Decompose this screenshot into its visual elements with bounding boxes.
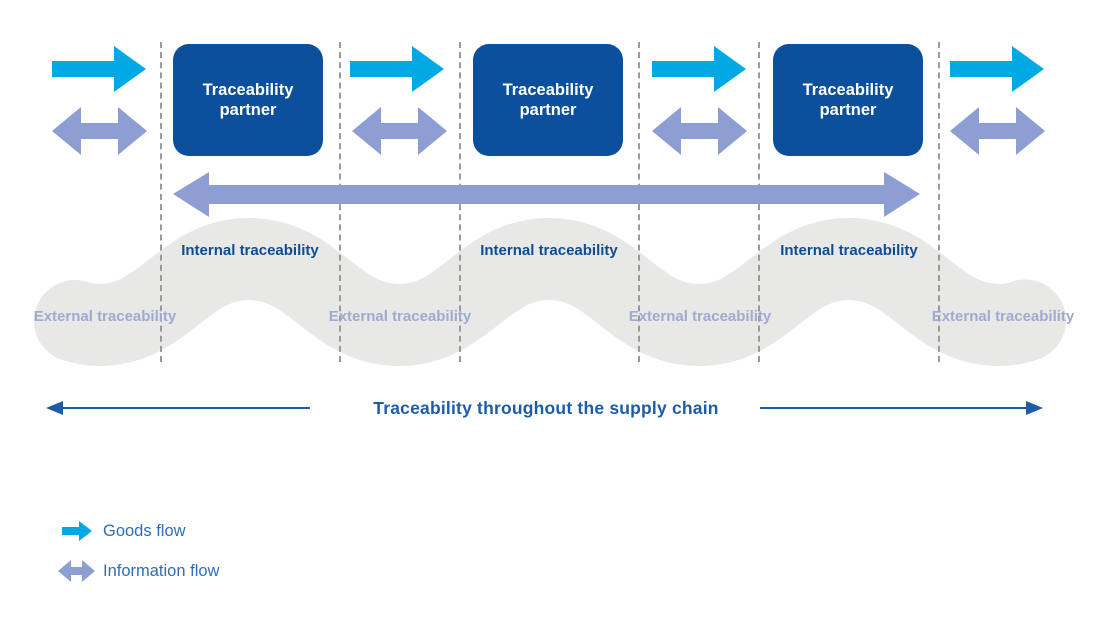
traceability-partner-box: Traceability partner [473, 44, 623, 156]
partner-boundary-dashed-line [938, 42, 940, 362]
partner-label: Traceability partner [202, 81, 294, 119]
external-traceability-label: External traceability [33, 308, 177, 325]
internal-traceability-label: Internal traceability [780, 242, 918, 259]
legend-item-goods-flow: Goods flow [58, 519, 219, 543]
legend: Goods flow Information flow [58, 519, 219, 599]
internal-traceability-label: Internal traceability [480, 242, 618, 259]
internal-traceability-label: Internal traceability [181, 242, 319, 259]
traceability-partner-box: Traceability partner [773, 44, 923, 156]
information-flow-arrow-icon [352, 107, 447, 155]
legend-item-information-flow: Information flow [58, 559, 219, 583]
wave-ribbon-shape [34, 217, 1066, 367]
goods-flow-arrow-icon [350, 46, 444, 92]
information-flow-arrow-icon [58, 560, 103, 582]
caption-right-arrow-icon [760, 401, 1043, 415]
external-traceability-label: External traceability [931, 308, 1075, 325]
legend-label: Goods flow [103, 521, 186, 540]
goods-flow-arrow-icon [950, 46, 1044, 92]
information-flow-arrow-icon [52, 107, 147, 155]
information-backbone-double-arrow-icon [173, 172, 920, 217]
external-traceability-label: External traceability [328, 308, 472, 325]
traceability-partner-box: Traceability partner [173, 44, 323, 156]
external-traceability-label: External traceability [628, 308, 772, 325]
information-flow-arrow-icon [652, 107, 747, 155]
partner-boundary-dashed-line [160, 42, 162, 362]
diagram-caption: Traceability throughout the supply chain [373, 398, 719, 418]
information-flow-arrow-icon [950, 107, 1045, 155]
caption-left-arrow-icon [46, 401, 310, 415]
goods-flow-arrow-icon [58, 521, 103, 541]
legend-label: Information flow [103, 561, 220, 580]
partner-label: Traceability partner [502, 81, 594, 119]
goods-flow-arrow-icon [652, 46, 746, 92]
goods-flow-arrow-icon [52, 46, 146, 92]
partner-label: Traceability partner [802, 81, 894, 119]
